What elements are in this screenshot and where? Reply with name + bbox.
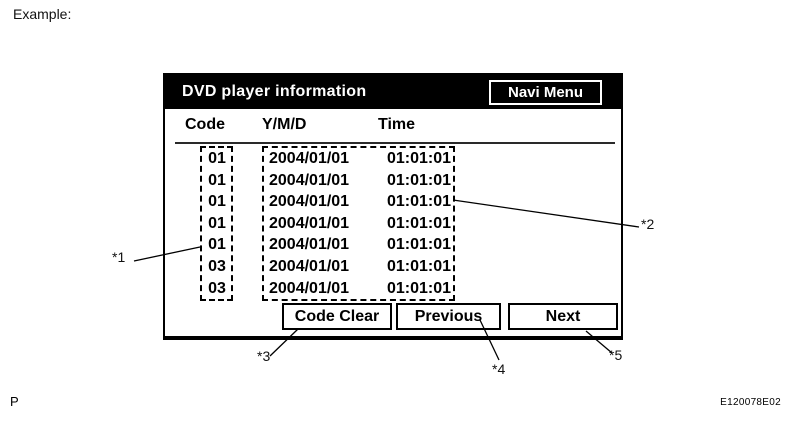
date-cell: 2004/01/01 — [269, 214, 350, 232]
screen-title-bar: DVD player information Navi Menu — [165, 75, 621, 109]
callout-label-2: *2 — [641, 216, 655, 232]
code-column-callout-box — [200, 146, 233, 301]
callout-label-3: *3 — [257, 348, 271, 364]
next-button[interactable]: Next — [508, 303, 618, 330]
table-row: 01 2004/01/01 01:01:01 — [165, 191, 621, 213]
time-cell: 01:01:01 — [386, 193, 451, 211]
table-row: 03 2004/01/01 01:01:01 — [165, 256, 621, 278]
previous-button[interactable]: Previous — [396, 303, 501, 330]
table-row: 01 2004/01/01 01:01:01 — [165, 234, 621, 256]
code-cell: 03 — [208, 279, 226, 297]
time-cell: 01:01:01 — [386, 236, 451, 254]
callout-label-1: *1 — [112, 249, 126, 265]
diagnostic-code-table: 01 2004/01/01 01:01:01 01 2004/01/01 01:… — [165, 148, 621, 299]
table-row: 01 2004/01/01 01:01:01 — [165, 213, 621, 235]
code-cell: 01 — [208, 171, 226, 189]
code-cell: 01 — [208, 236, 226, 254]
time-cell: 01:01:01 — [386, 150, 451, 167]
date-cell: 2004/01/01 — [269, 150, 350, 167]
code-cell: 01 — [208, 214, 226, 232]
code-cell: 01 — [208, 193, 226, 211]
example-label: Example: — [13, 6, 72, 22]
code-clear-button[interactable]: Code Clear — [282, 303, 392, 330]
figure-code: E120078E02 — [720, 397, 781, 408]
time-cell: 01:01:01 — [386, 171, 451, 189]
table-row: 03 2004/01/01 01:01:01 — [165, 278, 621, 300]
column-header-divider — [175, 142, 615, 144]
time-cell: 01:01:01 — [386, 214, 451, 232]
date-cell: 2004/01/01 — [269, 236, 350, 254]
column-header-time: Time — [378, 116, 416, 133]
code-cell: 03 — [208, 257, 226, 275]
table-row: 01 2004/01/01 01:01:01 — [165, 148, 621, 170]
table-row: 01 2004/01/01 01:01:01 — [165, 170, 621, 192]
callout-label-5: *5 — [609, 347, 623, 363]
navi-menu-button[interactable]: Navi Menu — [489, 80, 602, 105]
time-cell: 01:01:01 — [386, 257, 451, 275]
callout-label-4: *4 — [492, 361, 506, 377]
date-cell: 2004/01/01 — [269, 257, 350, 275]
date-cell: 2004/01/01 — [269, 193, 350, 211]
dvd-player-information-screen: DVD player information Navi Menu Code Y/… — [163, 73, 623, 340]
column-header-ymd: Y/M/D — [262, 116, 307, 133]
column-header-code: Code — [185, 116, 225, 133]
time-cell: 01:01:01 — [386, 279, 451, 297]
date-cell: 2004/01/01 — [269, 171, 350, 189]
date-cell: 2004/01/01 — [269, 279, 350, 297]
datetime-callout-box — [262, 146, 455, 301]
code-cell: 01 — [208, 150, 226, 167]
screen-title: DVD player information — [182, 83, 367, 100]
page-marker: P — [10, 394, 19, 409]
